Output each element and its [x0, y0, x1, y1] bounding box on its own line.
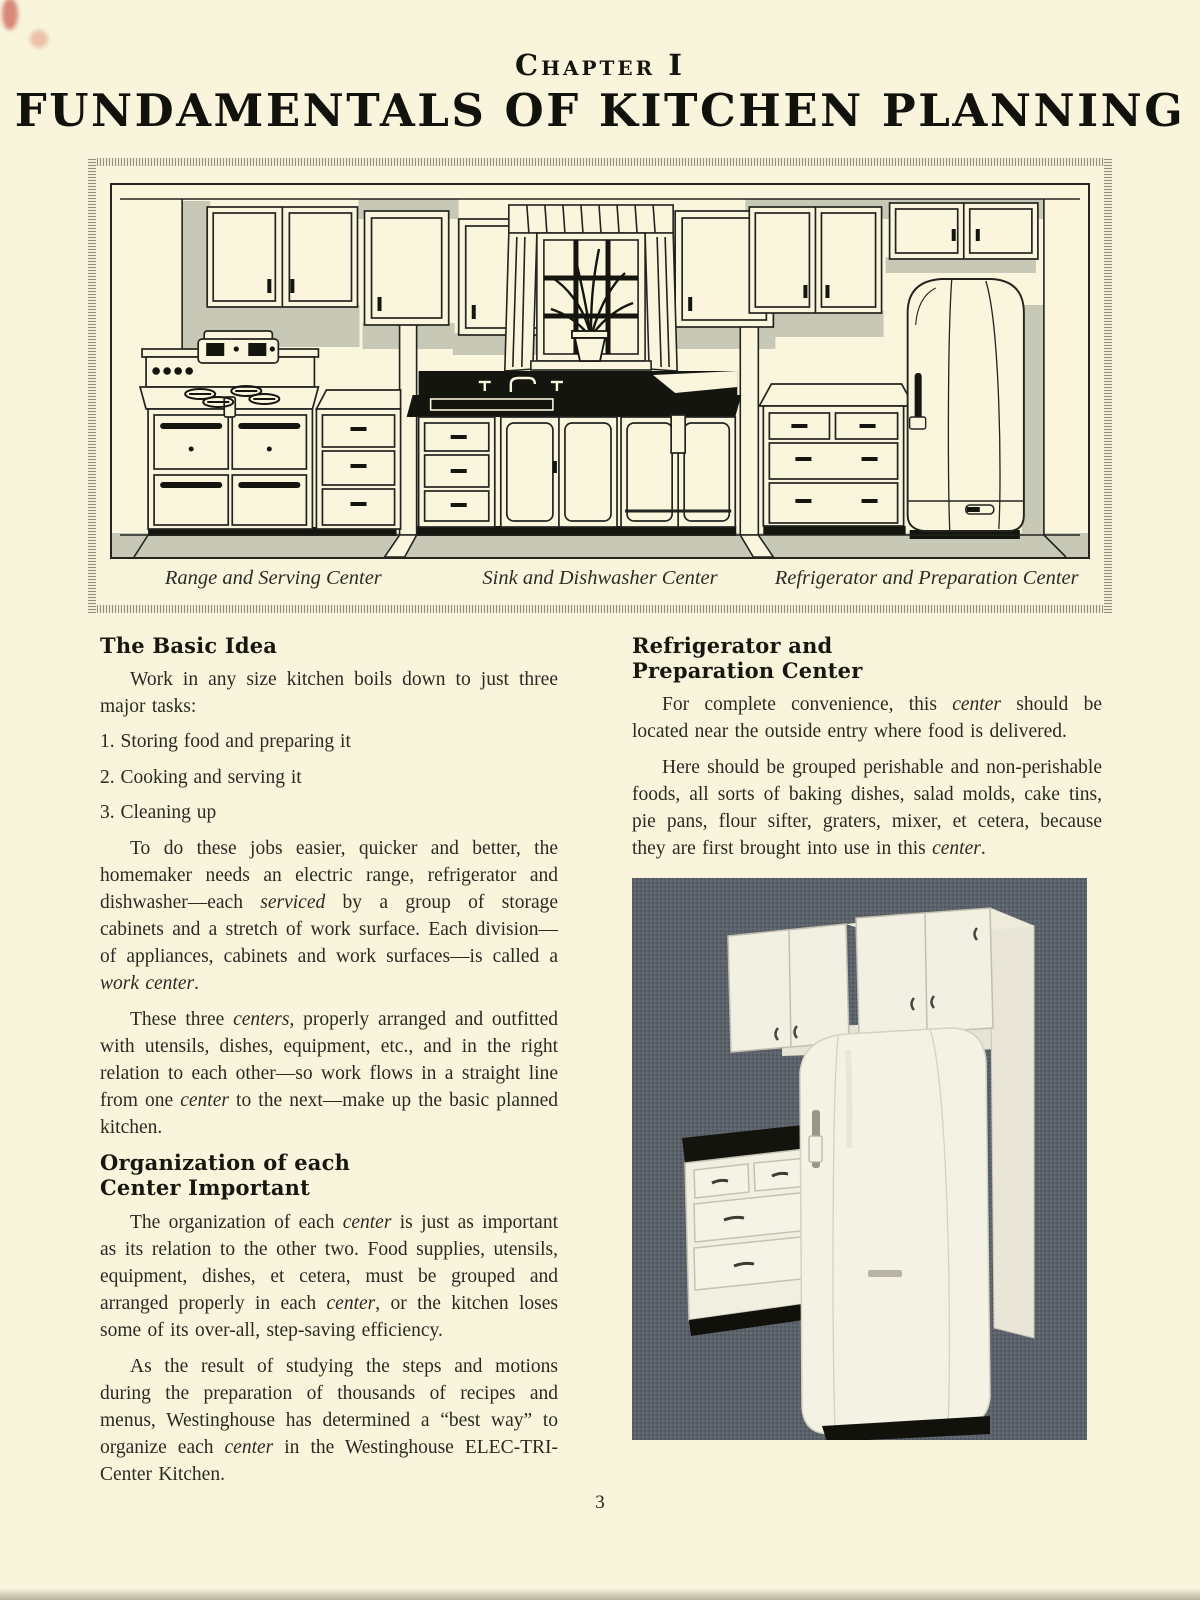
photo-refrigerator — [799, 1027, 991, 1441]
paragraph-work-centers: To do these jobs easier, quicker and bet… — [100, 838, 558, 995]
burners — [184, 385, 281, 408]
chapter-label: Chapter I — [515, 48, 685, 82]
photo-upper-cabinets — [727, 907, 994, 1054]
potted-plant — [550, 248, 634, 362]
sink-base-cabinets — [417, 414, 737, 528]
page-edge-shadow — [0, 1588, 1200, 1600]
list-item-cooking: 2. Cooking and serving it — [100, 766, 302, 788]
page-number: 3 — [595, 1492, 605, 1513]
ribbed-border-left — [88, 158, 96, 613]
photo-base-cabinet — [682, 1124, 818, 1337]
text-columns: The Basic Idea Work in any size kitchen … — [100, 633, 1104, 1497]
paragraph-westinghouse: As the result of studying the steps and … — [100, 1355, 558, 1485]
kitchen-line-drawing — [110, 183, 1090, 559]
figure-captions: Range and Serving Center Sink and Dishwa… — [110, 567, 1090, 590]
ribbed-border-right — [1104, 158, 1112, 613]
paragraph-three-centers: These three centers, properly arranged a… — [100, 1009, 558, 1139]
electric-range — [138, 330, 320, 530]
kitchen-figure: Range and Serving Center Sink and Dishwa… — [88, 158, 1112, 613]
sink-and-counter — [406, 371, 742, 417]
paragraph-three-tasks: Work in any size kitchen boils down to j… — [100, 669, 558, 718]
prep-drawer-cabinet — [757, 383, 916, 527]
cabinet-handles — [267, 229, 980, 319]
ribbed-border-top — [88, 158, 1112, 166]
heading-basic-idea: The Basic Idea — [100, 633, 278, 658]
range-drawer-unit — [315, 389, 402, 530]
list-item-cleaning: 3. Cleaning up — [100, 801, 217, 823]
refrigerator-photo — [632, 878, 1087, 1441]
page-title: FUNDAMENTALS OF KITCHEN PLANNING — [14, 84, 1186, 137]
photo-cabinet-handles — [774, 927, 979, 1042]
ribbed-border-bottom — [88, 605, 1112, 613]
caption-range-serving-center: Range and Serving Center — [164, 567, 382, 589]
paragraph-convenience: For complete convenience, this center sh… — [632, 694, 1102, 743]
upper-cabinets — [206, 202, 1039, 336]
room-lines — [120, 198, 1080, 557]
cabinet-side-panel — [989, 907, 1035, 1340]
paragraph-grouped-foods: Here should be grouped perishable and no… — [632, 757, 1102, 860]
figure-inner: Range and Serving Center Sink and Dishwa… — [96, 166, 1104, 605]
paragraph-organization: The organization of each center is just … — [100, 1211, 558, 1341]
caption-sink-dishwasher-center: Sink and Dishwasher Center — [482, 567, 718, 589]
refrigerator — [906, 278, 1025, 532]
list-item-storing: 1. Storing food and preparing it — [100, 731, 351, 753]
left-column: The Basic Idea Work in any size kitchen … — [100, 633, 558, 1497]
caption-refrigerator-preparation-center: Refrigerator and Preparation Center — [774, 567, 1079, 589]
